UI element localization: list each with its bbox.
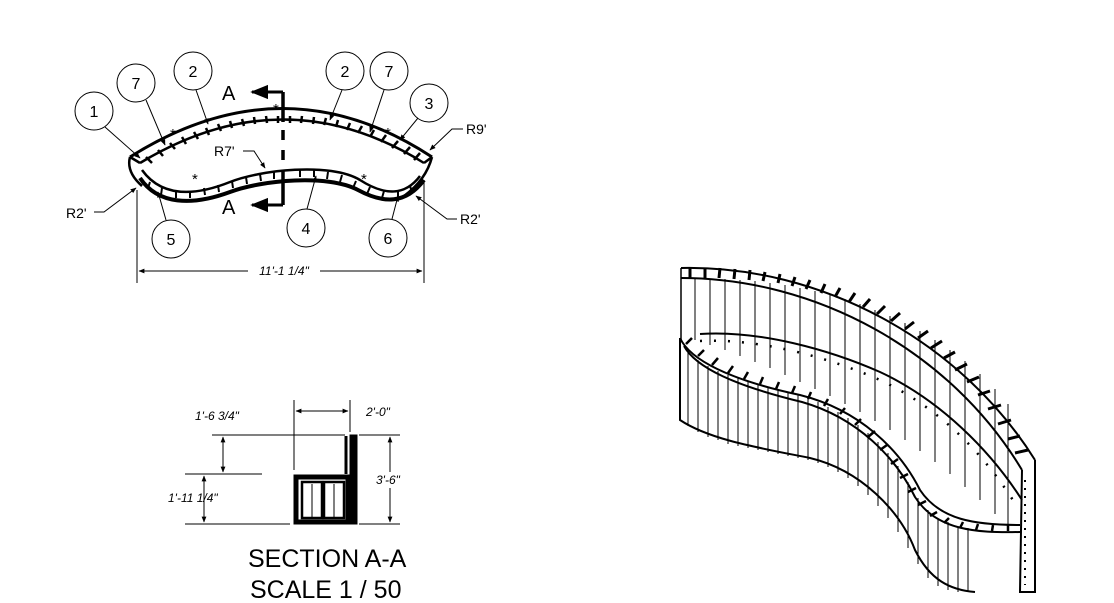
outer-wall-segments xyxy=(145,115,421,164)
radius-label-r2-left: R2' xyxy=(66,205,87,221)
callout-2-right-label: 2 xyxy=(341,64,350,81)
radius-label-r9: R9' xyxy=(466,121,487,137)
svg-text:*: * xyxy=(192,171,198,188)
callout-4-label: 4 xyxy=(302,221,311,238)
radius-label-r7: R7' xyxy=(214,143,235,159)
svg-text:*: * xyxy=(170,126,176,143)
iso-lower-wall-panels xyxy=(687,352,969,592)
section-mark-top: A xyxy=(222,83,236,105)
callout-5: 5 xyxy=(151,191,191,259)
callout-7-left: 7 xyxy=(116,63,166,146)
section-scale: SCALE 1 / 50 xyxy=(250,576,401,603)
section-mark-bottom: A xyxy=(222,197,236,219)
callout-1-label: 1 xyxy=(90,104,99,121)
callout-2-left-label: 2 xyxy=(189,64,198,81)
section-title: SECTION A-A xyxy=(248,545,407,573)
iso-inner-wall-top xyxy=(699,332,1023,501)
callout-1: 1 xyxy=(74,91,141,159)
iso-outer-wall-cap-ticks xyxy=(688,267,1029,455)
callout-3: 3 xyxy=(399,83,449,141)
weld-marks: * * * * * xyxy=(170,101,391,188)
r9-leader xyxy=(429,128,463,151)
overall-length-label: 11'-1 1/4" xyxy=(259,264,309,278)
iso-outer-wall-top xyxy=(680,266,1036,461)
iso-lower-wall-cap-ticks xyxy=(685,337,1010,532)
iso-inner-wall-top-dots xyxy=(699,339,1018,506)
svg-text:*: * xyxy=(361,171,367,188)
right-end-cap xyxy=(403,156,434,198)
radius-label-r2-right: R2' xyxy=(460,211,481,227)
iso-outer-wall-right-edge xyxy=(1018,460,1036,593)
callout-4: 4 xyxy=(286,175,326,248)
dim-total-height-label: 3'-6" xyxy=(376,473,401,487)
r2-left-leader xyxy=(94,187,137,213)
callout-7-right-label: 7 xyxy=(385,64,394,81)
dim-top-width-label: 2'-0" xyxy=(365,405,391,419)
dim-upper-height-label: 1'-6 3/4" xyxy=(195,409,240,423)
left-end-cap xyxy=(128,155,143,187)
svg-text:*: * xyxy=(273,101,279,118)
callout-2-left: 2 xyxy=(173,51,213,125)
inner-wall-inner-edge xyxy=(138,176,426,203)
plan-view: * * * * * A A 1 7 2 2 xyxy=(66,51,487,283)
dim-lower-height-label: 1'-11 1/4" xyxy=(168,491,218,505)
r2-right-leader xyxy=(415,195,457,220)
callout-7-right: 7 xyxy=(369,51,409,133)
callout-3-label: 3 xyxy=(425,96,434,113)
iso-lower-wall-top xyxy=(679,337,1021,526)
callout-6: 6 xyxy=(368,195,408,258)
iso-outer-wall-panels xyxy=(694,279,1009,526)
callout-5-label: 5 xyxy=(167,232,176,249)
callout-6-label: 6 xyxy=(384,231,393,248)
callout-2-right: 2 xyxy=(325,51,365,121)
r7-leader xyxy=(243,150,266,169)
svg-text:*: * xyxy=(385,125,391,142)
section-profile xyxy=(293,434,358,525)
iso-lower-wall-top-inner xyxy=(683,345,1021,534)
section-view: 2'-0" 1'-6 3/4" 1'-11 1/4" 3'-6" SECTION… xyxy=(168,400,412,603)
inner-wall-segments xyxy=(147,170,413,199)
callout-7-left-label: 7 xyxy=(132,76,141,93)
isometric-view xyxy=(679,266,1036,593)
